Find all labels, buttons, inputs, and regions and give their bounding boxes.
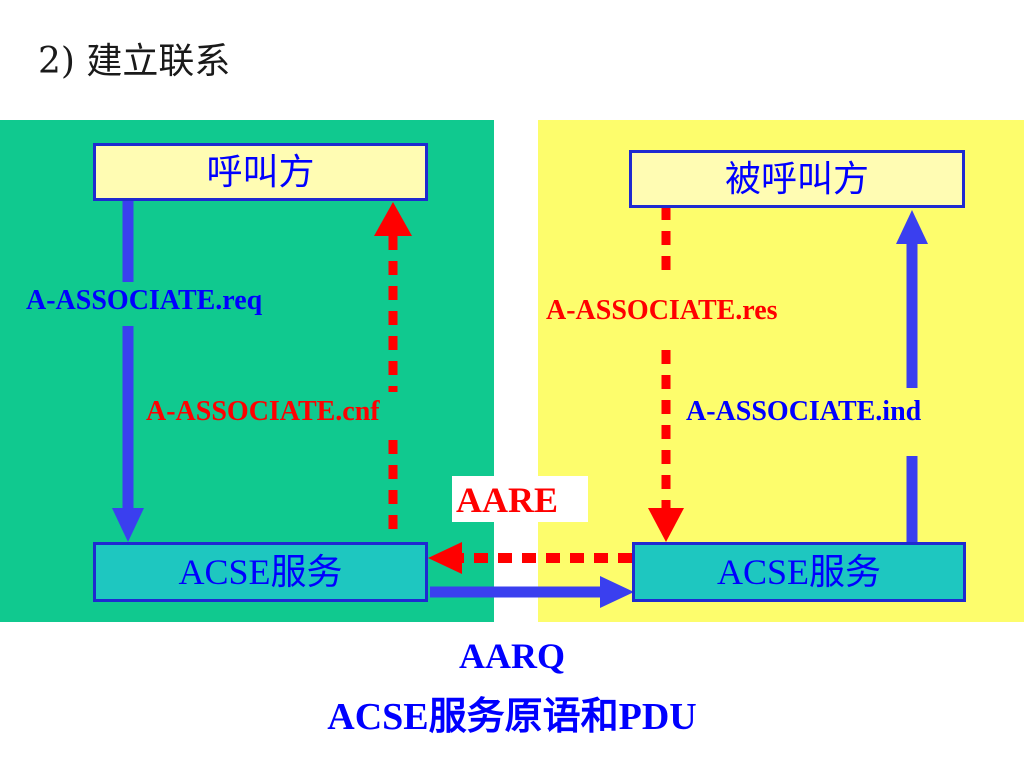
diagram-caption: ACSE服务原语和PDU [327, 696, 697, 738]
aare-arrow-head [428, 542, 462, 574]
slide-title: 2) 建立联系 [38, 41, 231, 82]
associate-res-label: A-ASSOCIATE.res [546, 295, 778, 326]
caller-box: 呼叫方 [93, 143, 428, 201]
aarq-arrow-head [600, 576, 634, 608]
caller-panel [0, 120, 494, 622]
callee-box: 被呼叫方 [629, 150, 965, 208]
aarq-label: AARQ [459, 636, 565, 676]
ind-arrow-head [896, 210, 928, 244]
req-arrow-head [112, 508, 144, 542]
callee-acse-box: ACSE服务 [632, 542, 966, 602]
aare-label-background [452, 476, 588, 522]
res-arrow-head [648, 508, 684, 542]
caller-acse-box: ACSE服务 [93, 542, 428, 602]
aare-label: AARE [456, 480, 559, 520]
cnf-arrow-head [374, 202, 412, 236]
associate-ind-label: A-ASSOCIATE.ind [686, 396, 922, 427]
associate-req-label: A-ASSOCIATE.req [26, 285, 263, 316]
associate-cnf-label: A-ASSOCIATE.cnf [146, 396, 380, 427]
